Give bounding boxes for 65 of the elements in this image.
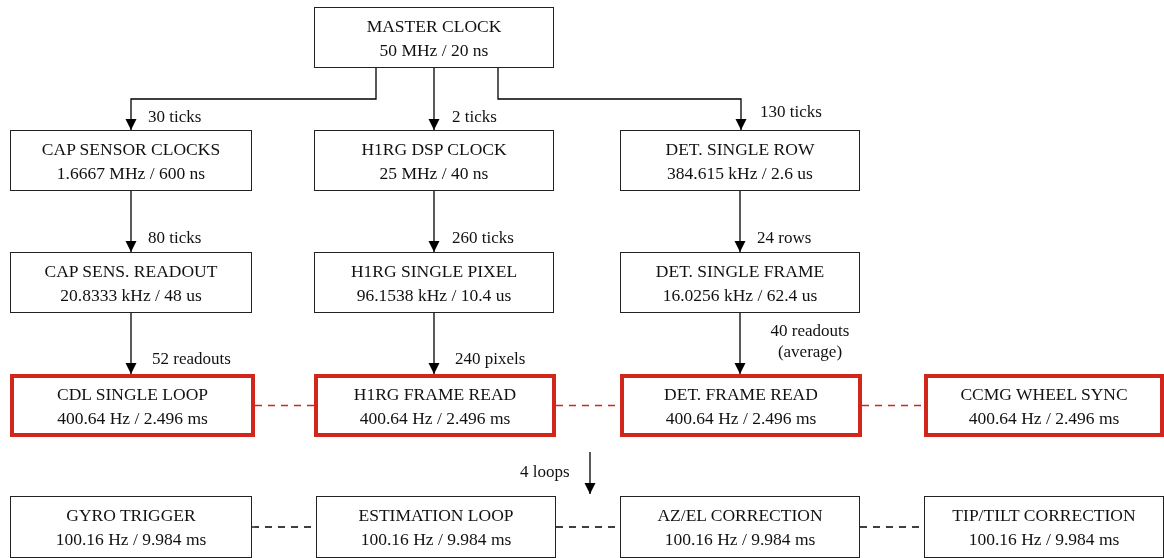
box-rate: 100.16 Hz / 9.984 ms bbox=[360, 528, 512, 551]
edge-label: 2 ticks bbox=[452, 106, 497, 127]
box-title: MASTER CLOCK bbox=[366, 14, 502, 38]
box-rate: 96.1538 kHz / 10.4 us bbox=[356, 283, 512, 307]
process-box bbox=[314, 7, 554, 68]
box-rate: 1.6667 MHz / 600 ns bbox=[56, 161, 206, 185]
process-box bbox=[620, 130, 860, 191]
box-title: CAP SENSOR CLOCKS bbox=[41, 137, 221, 161]
process-box bbox=[10, 252, 252, 313]
box-rate: 400.64 Hz / 2.496 ms bbox=[968, 406, 1120, 430]
box-title: CCMG WHEEL SYNC bbox=[960, 382, 1128, 406]
box-title: DET. SINGLE ROW bbox=[665, 137, 815, 161]
edge-label: 240 pixels bbox=[455, 348, 526, 369]
note-label: 4 loops bbox=[520, 461, 570, 482]
arrow bbox=[497, 67, 747, 131]
arrow bbox=[125, 67, 377, 131]
box-rate: 100.16 Hz / 9.984 ms bbox=[968, 528, 1120, 551]
process-box bbox=[314, 252, 554, 313]
box-title: ESTIMATION LOOP bbox=[358, 504, 514, 527]
edge-label: 260 ticks bbox=[452, 227, 514, 248]
box-title: DET. SINGLE FRAME bbox=[655, 259, 825, 283]
arrow bbox=[428, 67, 440, 131]
box-rate: 400.64 Hz / 2.496 ms bbox=[57, 406, 208, 430]
box-rate: 50 MHz / 20 ns bbox=[379, 38, 489, 62]
box-rate: 100.16 Hz / 9.984 ms bbox=[664, 528, 816, 551]
edge-label: 40 readouts (average) bbox=[769, 320, 851, 362]
arrow bbox=[428, 312, 440, 375]
box-rate: 20.8333 kHz / 48 us bbox=[60, 283, 202, 307]
box-title: TIP/TILT CORRECTION bbox=[952, 504, 1136, 527]
arrow bbox=[125, 312, 137, 375]
edge-label: 52 readouts bbox=[152, 348, 231, 369]
box-title: GYRO TRIGGER bbox=[66, 504, 196, 527]
process-box bbox=[10, 496, 252, 558]
process-box bbox=[316, 496, 556, 558]
box-rate: 100.16 Hz / 9.984 ms bbox=[55, 528, 207, 551]
process-box bbox=[620, 496, 860, 558]
box-rate: 384.615 kHz / 2.6 us bbox=[667, 161, 813, 185]
box-rate: 400.64 Hz / 2.496 ms bbox=[665, 406, 817, 430]
box-rate: 400.64 Hz / 2.496 ms bbox=[359, 406, 511, 430]
box-rate: 25 MHz / 40 ns bbox=[379, 161, 489, 185]
box-title: AZ/EL CORRECTION bbox=[657, 504, 823, 527]
highlighted-process-box bbox=[10, 374, 255, 437]
highlighted-process-box bbox=[620, 374, 862, 437]
edge-label: 30 ticks bbox=[148, 106, 202, 127]
box-rate: 16.0256 kHz / 62.4 us bbox=[662, 283, 818, 307]
box-title: H1RG FRAME READ bbox=[353, 382, 517, 406]
box-title: CAP SENS. READOUT bbox=[44, 259, 218, 283]
process-box bbox=[10, 130, 252, 191]
box-title: CDL SINGLE LOOP bbox=[57, 382, 208, 406]
dashed-connector bbox=[254, 404, 315, 407]
box-title: H1RG SINGLE PIXEL bbox=[350, 259, 518, 283]
box-title: H1RG DSP CLOCK bbox=[361, 137, 507, 161]
highlighted-process-box bbox=[924, 374, 1164, 437]
process-box bbox=[620, 252, 860, 313]
process-box bbox=[924, 496, 1164, 558]
arrow bbox=[734, 312, 746, 375]
edge-label: 80 ticks bbox=[148, 227, 202, 248]
arrow bbox=[734, 190, 746, 253]
edge-label: 130 ticks bbox=[760, 101, 822, 122]
process-box bbox=[314, 130, 554, 191]
edge-label: 24 rows bbox=[757, 227, 812, 248]
arrow bbox=[428, 190, 440, 253]
arrow bbox=[125, 190, 137, 253]
box-title: DET. FRAME READ bbox=[664, 382, 818, 406]
highlighted-process-box bbox=[314, 374, 556, 437]
